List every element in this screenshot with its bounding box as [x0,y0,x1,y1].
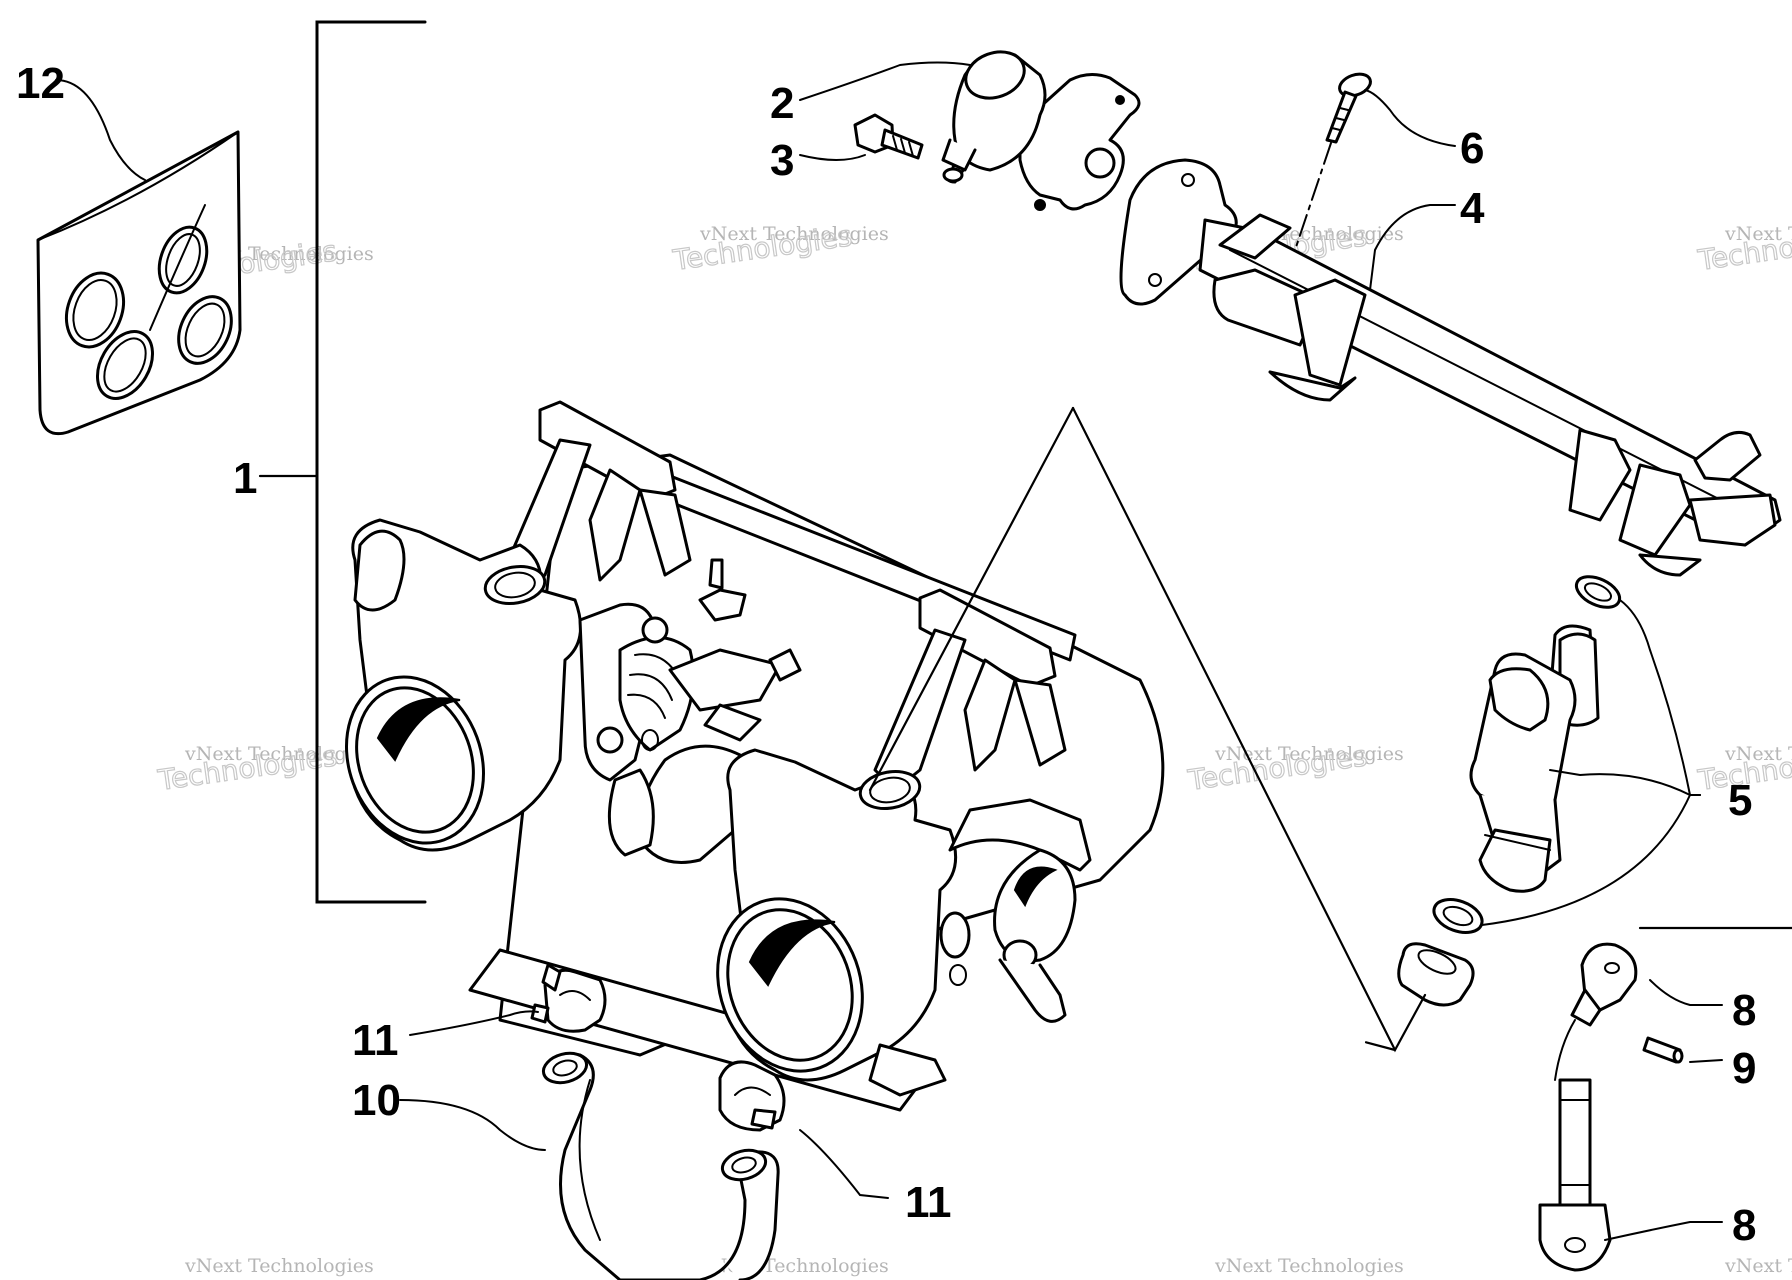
svg-text:vNext Technologies: vNext Technologies [1724,743,1792,765]
callout-leaders [55,61,1723,1241]
screw [1294,72,1372,251]
leader-lines [868,406,1427,1053]
svg-text:vNext Technologies: vNext Technologies [1214,1255,1404,1277]
watermark: vNext Technologies Technologies [670,219,889,278]
callout-12: 12 [16,59,65,108]
svg-text:vNext Technologies: vNext Technologies [1214,743,1404,765]
watermark: vNext Technologies [184,1255,374,1277]
callout-2: 2 [770,79,794,128]
callout-11-upper: 11 [352,1016,399,1065]
svg-text:vNext Technologies: vNext Technologies [184,1255,374,1277]
watermark: vNext Technologies Technologies [1185,739,1404,798]
callout-1: 1 [233,454,257,503]
svg-text:vNext Technologies: vNext Technologies [1724,223,1792,245]
ground-wire [1538,926,1792,1272]
throttle-body-assembly [345,400,1165,1112]
vacuum-hose [541,1051,780,1280]
assembly-bracket [315,20,427,904]
svg-text:vNext Technologies: vNext Technologies [184,743,374,765]
callout-8-lower: 8 [1732,1201,1756,1250]
fuel-injector [1397,575,1622,1007]
pressure-regulator [941,50,1141,211]
callout-labels: 1 2 3 4 5 6 8 8 9 10 11 11 12 [16,59,1756,1250]
gasket-kit-bag [36,130,242,436]
svg-text:vNext Technologies: vNext Technologies [1724,1255,1792,1277]
callout-3: 3 [770,136,794,185]
callout-9: 9 [1732,1044,1756,1093]
watermark: vNext Technologies Technologies [155,739,374,798]
callout-11-lower: 11 [905,1178,952,1227]
watermark: vNext Technologies Technologies [1695,219,1792,278]
callout-8-upper: 8 [1732,986,1756,1035]
fuel-rail [1119,158,1782,577]
svg-text:vNext Technologies: vNext Technologies [699,223,889,245]
callout-5: 5 [1728,776,1752,825]
watermark: vNext Technologies [1214,1255,1404,1277]
callout-4: 4 [1460,184,1485,233]
hose-clamp [718,1060,786,1132]
callout-6: 6 [1460,124,1484,173]
hose-clamp [530,963,607,1033]
callout-10: 10 [352,1076,401,1125]
flange-bolt [853,113,924,160]
watermark: vNext Technologies [1724,1255,1792,1277]
